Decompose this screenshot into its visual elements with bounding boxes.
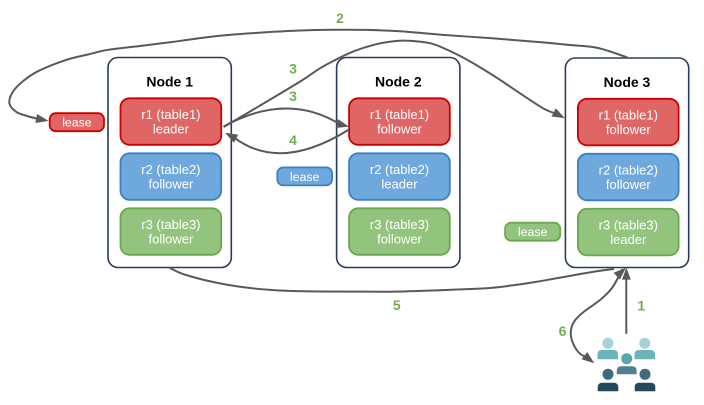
svg-text:6: 6 bbox=[559, 323, 567, 339]
svg-text:leader: leader bbox=[153, 121, 190, 136]
svg-text:r1 (table1): r1 (table1) bbox=[599, 108, 658, 123]
svg-text:5: 5 bbox=[393, 297, 401, 313]
svg-text:2: 2 bbox=[336, 10, 344, 26]
svg-text:follower: follower bbox=[149, 176, 194, 191]
svg-text:r3 (table3): r3 (table3) bbox=[141, 217, 200, 232]
svg-text:r2 (table2): r2 (table2) bbox=[141, 162, 200, 177]
svg-text:leader: leader bbox=[381, 176, 418, 191]
svg-text:4: 4 bbox=[289, 132, 297, 148]
svg-text:1: 1 bbox=[637, 298, 645, 314]
svg-text:r1 (table1): r1 (table1) bbox=[141, 107, 200, 122]
svg-text:r1 (table1): r1 (table1) bbox=[370, 107, 429, 122]
svg-text:Node 1: Node 1 bbox=[146, 74, 193, 90]
svg-text:3: 3 bbox=[289, 60, 297, 76]
svg-text:follower: follower bbox=[606, 177, 651, 192]
svg-text:r2 (table2): r2 (table2) bbox=[599, 163, 658, 178]
svg-text:Node 2: Node 2 bbox=[375, 74, 422, 90]
svg-text:leader: leader bbox=[610, 232, 647, 247]
svg-text:Node 3: Node 3 bbox=[604, 74, 651, 90]
svg-text:r2 (table2): r2 (table2) bbox=[370, 162, 429, 177]
svg-text:r3 (table3): r3 (table3) bbox=[599, 218, 658, 233]
svg-text:r3 (table3): r3 (table3) bbox=[370, 217, 429, 232]
svg-text:lease: lease bbox=[62, 116, 92, 130]
svg-text:lease: lease bbox=[290, 170, 320, 184]
svg-text:follower: follower bbox=[377, 231, 422, 246]
svg-text:follower: follower bbox=[606, 122, 651, 137]
svg-text:lease: lease bbox=[518, 225, 548, 239]
svg-text:follower: follower bbox=[149, 231, 194, 246]
svg-text:follower: follower bbox=[377, 121, 422, 136]
svg-text:3: 3 bbox=[289, 88, 297, 104]
